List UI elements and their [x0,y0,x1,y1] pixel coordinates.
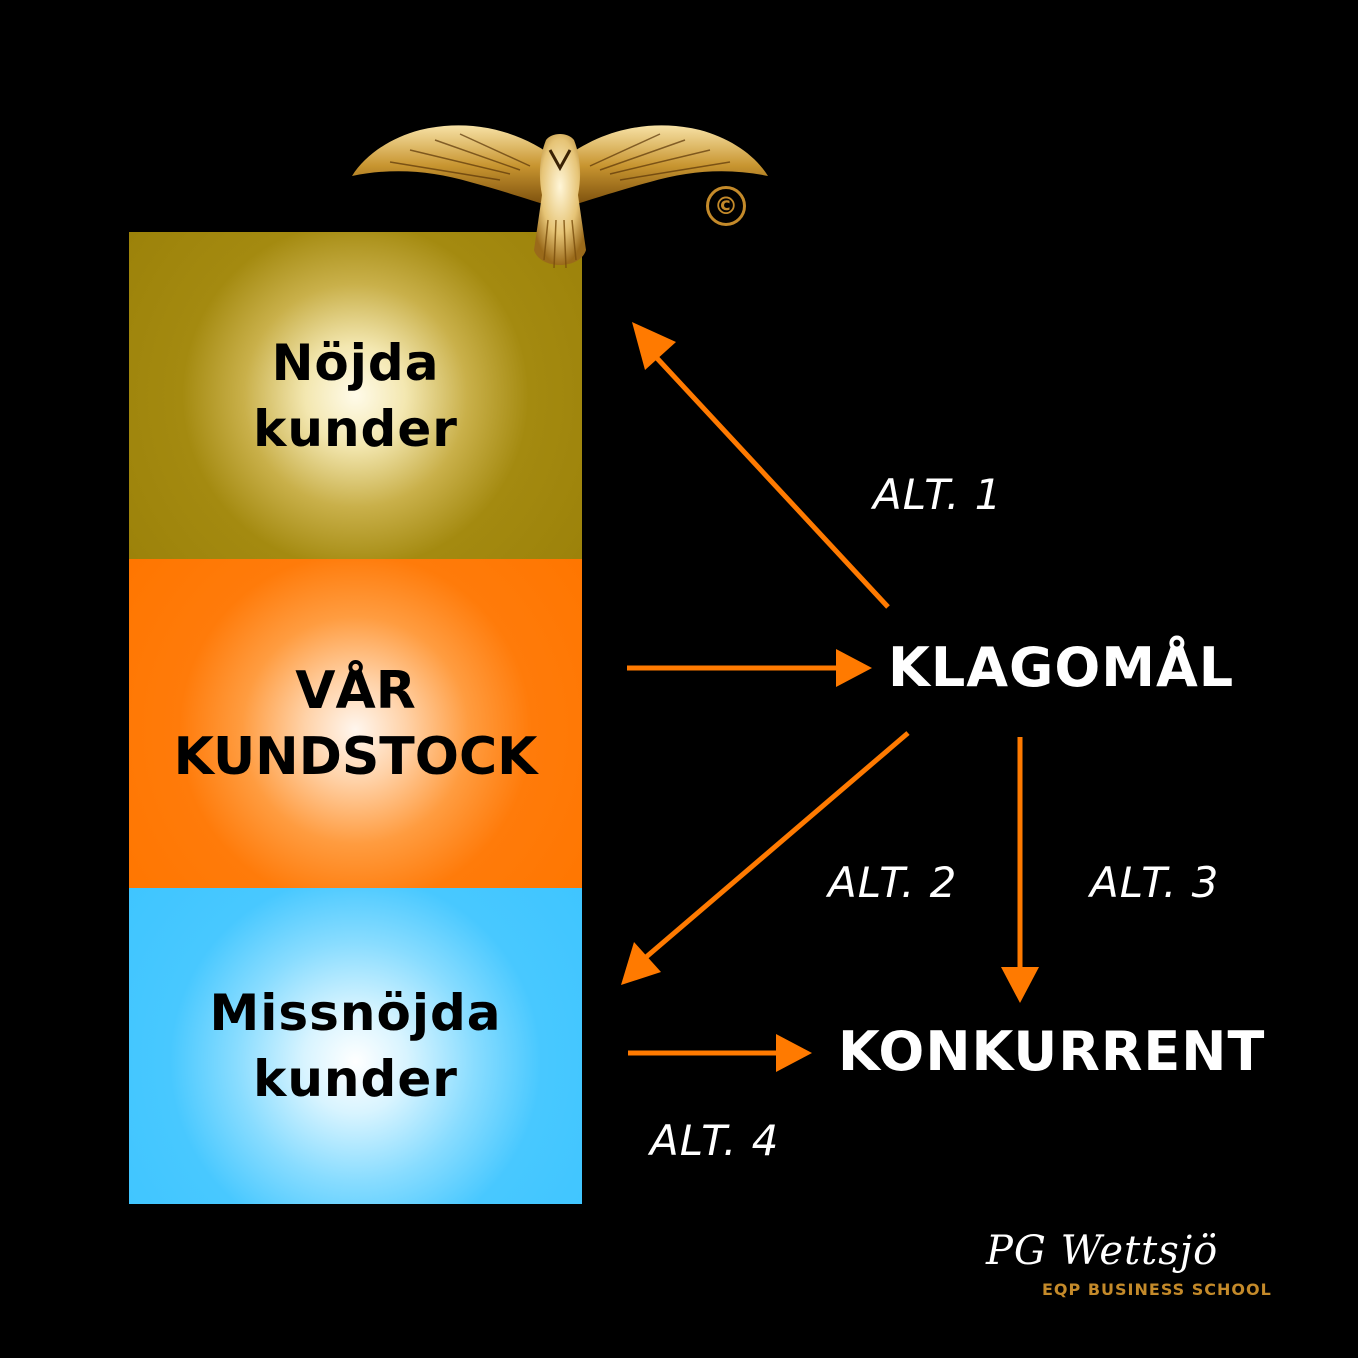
brand-signature: PG Wettsjö [986,1228,1219,1274]
satisfied-customers-label: Nöjda kunder [253,330,458,462]
alt-4-label: ALT. 4 [650,1116,780,1165]
base-label-line1: VÅR [295,660,416,721]
brand-school-name: EQP BUSINESS SCHOOL [1042,1280,1272,1299]
complaint-node: KLAGOMÅL [888,636,1235,699]
competitor-node: KONKURRENT [838,1020,1266,1083]
dissatisfied-label-line2: kunder [253,1050,458,1108]
brand-logo: PG Wettsjö EQP BUSINESS SCHOOL [986,1228,1286,1308]
arrowhead-competitor-direct [776,1034,812,1072]
arrowhead-dissatisfied [621,942,661,985]
eagle-icon [352,125,768,269]
dissatisfied-customers-box: Missnöjda kunder [129,888,582,1204]
alt-3-label: ALT. 3 [1090,858,1220,907]
arrowhead-competitor [1001,967,1039,1003]
satisfied-customers-box: Nöjda kunder [129,232,582,559]
arrowhead-satisfied [632,322,676,370]
arrowhead-complaint [836,649,872,687]
satisfied-label-line2: kunder [253,399,458,458]
copyright-icon: © [706,186,746,226]
dissatisfied-customers-label: Missnöjda kunder [209,980,501,1112]
customer-base-label: VÅR KUNDSTOCK [174,658,538,790]
alt-1-label: ALT. 1 [873,470,1003,519]
customer-base-box: VÅR KUNDSTOCK [129,559,582,888]
arrow-complaint-to-satisfied [653,354,890,609]
dissatisfied-label-line1: Missnöjda [209,984,502,1042]
arrow-complaint-to-dissatisfied [643,731,910,960]
base-label-line2: KUNDSTOCK [173,726,538,787]
alt-2-label: ALT. 2 [828,858,958,907]
satisfied-label-line1: Nöjda [271,333,440,392]
